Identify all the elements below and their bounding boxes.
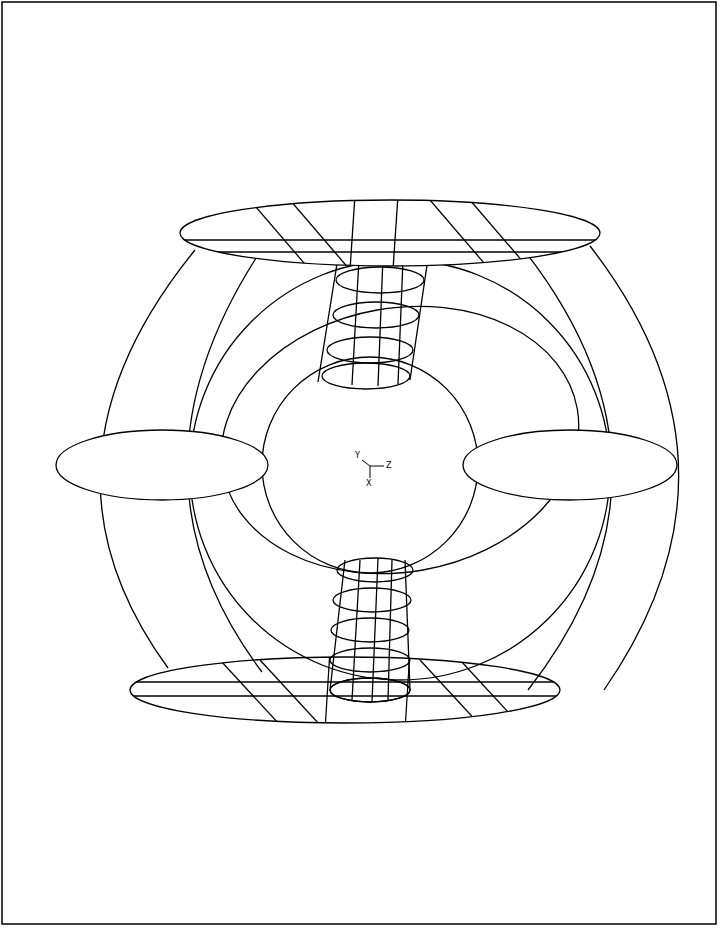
axis-label: X [366, 480, 371, 488]
axis-label: Z [386, 462, 391, 470]
top-disk [170, 195, 610, 270]
axis-label: Y [355, 452, 360, 460]
bottom-disk [120, 650, 570, 730]
bottom-cylinder [330, 558, 413, 702]
axis-triad [362, 460, 384, 478]
side-ellipse [56, 430, 268, 500]
side-ellipse [463, 430, 677, 500]
central-ball [262, 357, 478, 573]
